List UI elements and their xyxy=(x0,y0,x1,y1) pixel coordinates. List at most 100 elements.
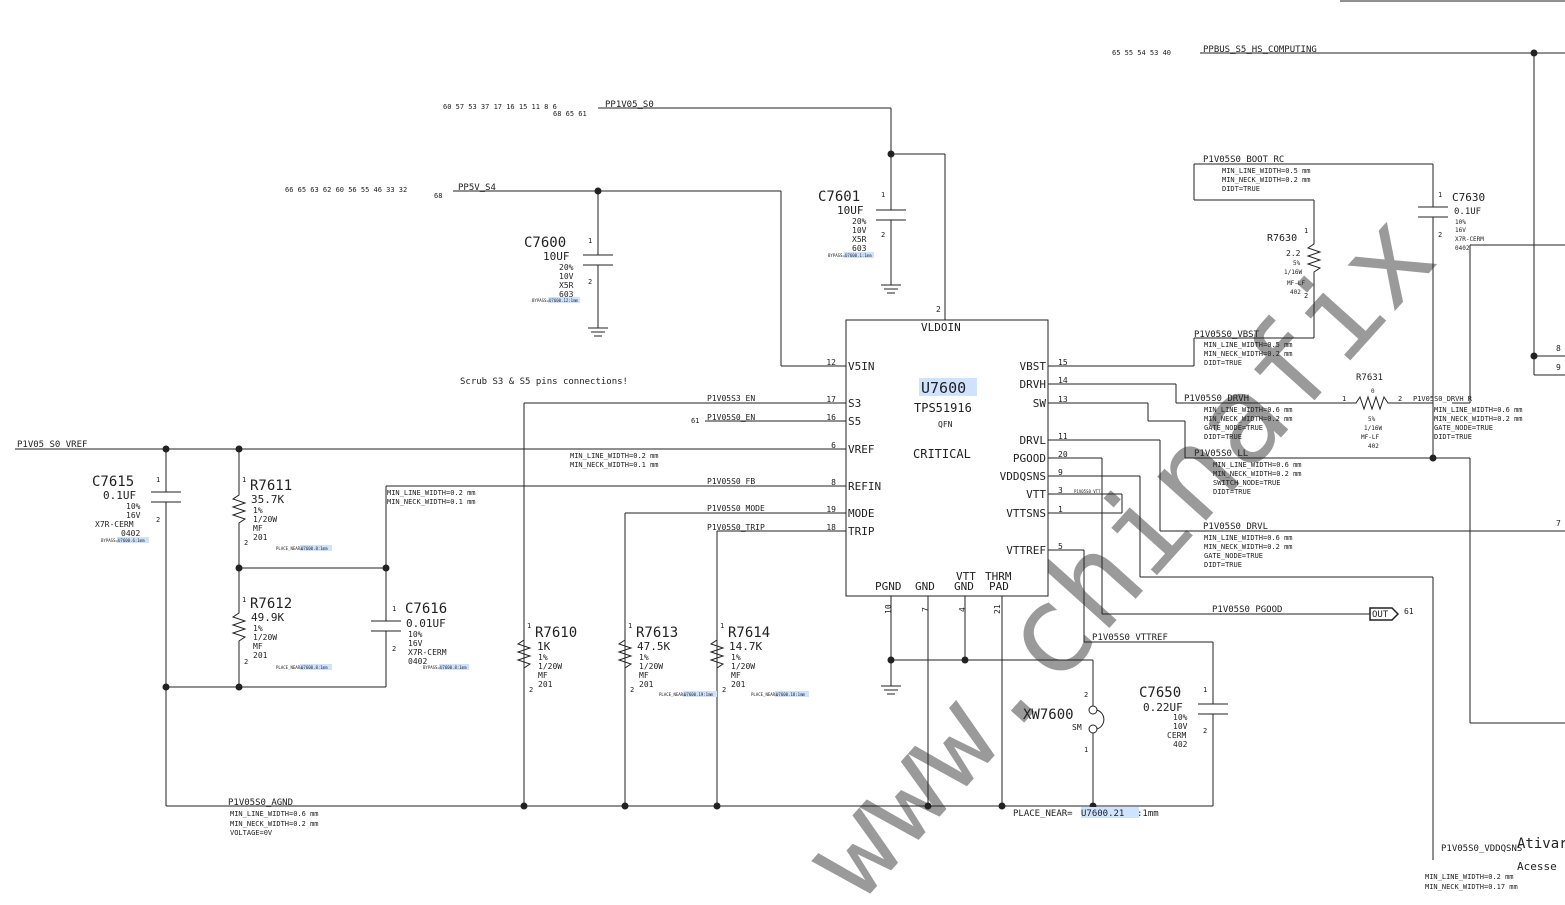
svg-text:PGND: PGND xyxy=(875,580,902,593)
svg-text:2: 2 xyxy=(630,686,634,694)
resistor-icon xyxy=(231,490,247,530)
svg-text:1%: 1% xyxy=(731,653,741,662)
svg-text:1: 1 xyxy=(1203,686,1207,694)
svg-text:1: 1 xyxy=(392,605,396,613)
svg-text:1%: 1% xyxy=(538,653,548,662)
net-label: P1V05S0_DRVH xyxy=(1184,394,1249,404)
svg-text:47.5K: 47.5K xyxy=(637,640,670,653)
svg-text:PLACE_NEAR=: PLACE_NEAR= xyxy=(659,692,686,697)
svg-text:0.01UF: 0.01UF xyxy=(406,617,446,630)
svg-text:2: 2 xyxy=(244,658,248,666)
svg-text:1: 1 xyxy=(156,476,160,484)
pin-number: 1 xyxy=(1058,505,1063,514)
svg-text:1/16W: 1/16W xyxy=(1364,425,1382,432)
svg-text:MF: MF xyxy=(731,671,741,680)
svg-text:MIN_LINE_WIDTH=0.5 mm: MIN_LINE_WIDTH=0.5 mm xyxy=(1222,167,1311,175)
svg-text:MIN_LINE_WIDTH=0.2 mm: MIN_LINE_WIDTH=0.2 mm xyxy=(387,489,476,497)
wires xyxy=(15,52,1565,860)
svg-text:U7600.8:1mm: U7600.8:1mm xyxy=(301,665,328,670)
svg-text:R7611: R7611 xyxy=(250,478,292,494)
svg-text:MIN_NECK_WIDTH=0.1 mm: MIN_NECK_WIDTH=0.1 mm xyxy=(387,498,476,506)
svg-text:1%: 1% xyxy=(253,624,263,633)
svg-text:16V: 16V xyxy=(1455,227,1466,234)
svg-text:10V: 10V xyxy=(1173,722,1188,731)
svg-text:MIN_NECK_WIDTH=0.2 mm: MIN_NECK_WIDTH=0.2 mm xyxy=(1204,350,1293,358)
resistor-icon xyxy=(231,608,247,648)
svg-text:65 55 54 53 40: 65 55 54 53 40 xyxy=(1112,49,1171,57)
pin-number: 15 xyxy=(1058,358,1068,367)
svg-text:R7630: R7630 xyxy=(1267,233,1297,244)
svg-text:61: 61 xyxy=(1404,607,1414,616)
pin-number: 5 xyxy=(1058,542,1063,551)
svg-text:SM: SM xyxy=(1072,723,1082,732)
svg-text::1mm: :1mm xyxy=(1137,809,1159,819)
svg-text:CRITICAL: CRITICAL xyxy=(913,447,971,461)
component-r7610: R7610 1K 1% 1/20W MF 201 1 2 xyxy=(527,622,577,694)
svg-text:1/20W: 1/20W xyxy=(639,662,663,671)
svg-text:PLACE_NEAR=: PLACE_NEAR= xyxy=(276,665,303,670)
svg-text:1: 1 xyxy=(720,622,724,630)
svg-text:X5R: X5R xyxy=(852,235,867,244)
svg-text:10V: 10V xyxy=(852,226,867,235)
svg-text:0.1UF: 0.1UF xyxy=(1454,207,1481,217)
resistor-icon xyxy=(1306,236,1322,296)
svg-text:MIN_NECK_WIDTH=0.2 mm: MIN_NECK_WIDTH=0.2 mm xyxy=(1222,176,1311,184)
component-c7630: C7630 0.1UF 10% 16V X7R-CERM 0402 1 2 xyxy=(1438,191,1485,252)
net-label: P1V05S0_LL xyxy=(1194,449,1248,459)
svg-text:CERM: CERM xyxy=(1167,731,1186,740)
svg-text:X7R-CERM: X7R-CERM xyxy=(95,520,134,529)
component-c7616: C7616 0.01UF 10% 16V X7R-CERM 0402 BYPAS… xyxy=(392,601,469,670)
capacitor-icon xyxy=(583,254,613,266)
svg-text:PLACE_NEAR=: PLACE_NEAR= xyxy=(751,692,778,697)
capacitor-icon xyxy=(876,209,906,221)
svg-text:402: 402 xyxy=(1368,443,1379,450)
svg-text:402: 402 xyxy=(1173,740,1188,749)
svg-text:MIN_NECK_WIDTH=0.1 mm: MIN_NECK_WIDTH=0.1 mm xyxy=(570,461,659,469)
svg-text:1: 1 xyxy=(1084,746,1088,754)
capacitor-icon xyxy=(1418,206,1448,218)
svg-text:GND: GND xyxy=(915,580,935,593)
svg-text:DIDT=TRUE: DIDT=TRUE xyxy=(1204,433,1242,441)
svg-text:1: 1 xyxy=(1304,227,1308,235)
svg-text:201: 201 xyxy=(253,651,268,660)
pin-label: VREF xyxy=(848,443,875,456)
svg-text:VOLTAGE=0V: VOLTAGE=0V xyxy=(230,829,273,837)
svg-text:MIN_LINE_WIDTH=0.6 mm: MIN_LINE_WIDTH=0.6 mm xyxy=(230,810,319,818)
pin-label: REFIN xyxy=(848,480,881,493)
svg-text:7: 7 xyxy=(1556,519,1561,528)
pin-label: V5IN xyxy=(848,360,875,373)
svg-text:10%: 10% xyxy=(408,630,423,639)
net-label: P1V05S0_VBST xyxy=(1194,330,1260,340)
svg-text:8: 8 xyxy=(1556,344,1561,353)
net-label: P1V05S0_AGND xyxy=(228,798,293,808)
svg-text:10UF: 10UF xyxy=(837,204,864,217)
svg-text:DIDT=TRUE: DIDT=TRUE xyxy=(1204,359,1242,367)
svg-text:0.22UF: 0.22UF xyxy=(1143,701,1183,714)
net-label: PP5V_S4 xyxy=(458,183,496,193)
net-label: P1V05S0_FB xyxy=(707,477,755,486)
svg-text:MF: MF xyxy=(253,524,263,533)
svg-text:MF: MF xyxy=(253,642,263,651)
svg-text:BYPASS=: BYPASS= xyxy=(423,665,440,670)
svg-text:603: 603 xyxy=(852,244,867,253)
svg-text:PLACE_NEAR=: PLACE_NEAR= xyxy=(276,546,303,551)
svg-text:5%: 5% xyxy=(1293,260,1301,267)
resistor-icon xyxy=(617,633,633,680)
net-label: P1V05S0_TRIP xyxy=(707,523,765,532)
svg-text:MIN_NECK_WIDTH=0.2 mm: MIN_NECK_WIDTH=0.2 mm xyxy=(1204,415,1293,423)
svg-text:2: 2 xyxy=(1438,231,1442,239)
svg-text:1K: 1K xyxy=(537,640,551,653)
pin-number: 20 xyxy=(1058,450,1068,459)
svg-text:DIDT=TRUE: DIDT=TRUE xyxy=(1213,488,1251,496)
resistor-icon xyxy=(1350,395,1398,411)
svg-text:201: 201 xyxy=(253,533,268,542)
svg-text:GND: GND xyxy=(954,580,974,593)
component-r7612: R7612 49.9K 1% 1/20W MF 201 PLACE_NEAR= … xyxy=(242,596,332,670)
svg-text:1/20W: 1/20W xyxy=(538,662,562,671)
shorting-jumper-icon xyxy=(1088,705,1105,734)
net-label: P1V05_S0_VREF xyxy=(17,440,87,450)
svg-text:0402: 0402 xyxy=(1455,245,1470,252)
svg-text:1%: 1% xyxy=(639,653,649,662)
svg-text:PAD: PAD xyxy=(989,580,1009,593)
